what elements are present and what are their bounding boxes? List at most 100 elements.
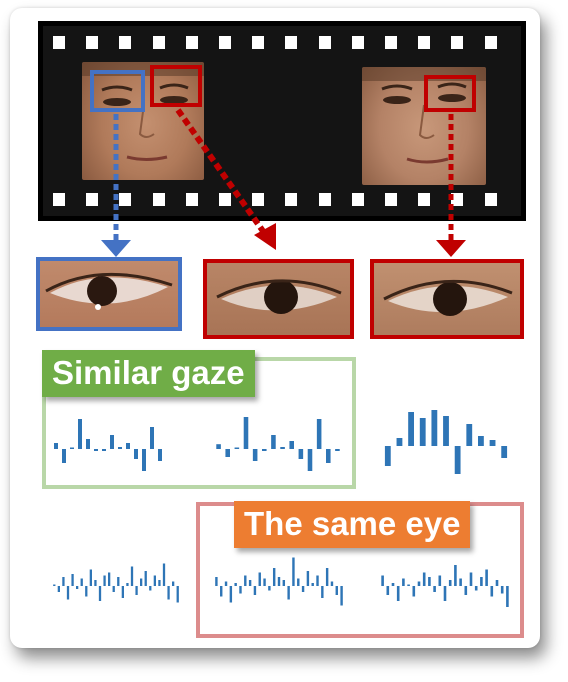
signature-bar xyxy=(277,577,281,586)
film-hole-bottom xyxy=(451,193,464,206)
signature-bar xyxy=(489,440,496,446)
signature-bar xyxy=(340,586,343,606)
signature-bar xyxy=(391,583,395,586)
signature-bar xyxy=(289,441,294,449)
signature-bar xyxy=(335,586,338,595)
film-hole-top xyxy=(185,36,198,49)
signature-bar xyxy=(422,572,426,586)
signature-bar xyxy=(408,412,414,446)
signature-bar xyxy=(433,586,436,592)
signature-bar xyxy=(381,575,384,586)
signature-bar xyxy=(474,586,478,591)
signature-bar xyxy=(54,443,58,449)
signature-bar xyxy=(102,449,106,451)
signature-bar xyxy=(78,419,82,449)
film-hole-top xyxy=(484,36,497,49)
signature-bar xyxy=(335,449,340,451)
signature-bar xyxy=(126,443,130,449)
film-hole-bottom xyxy=(418,193,431,206)
film-hole-bottom xyxy=(285,193,298,206)
signature-bar xyxy=(272,568,276,586)
signature-bar xyxy=(112,586,115,592)
signature-bar xyxy=(459,578,462,586)
film-hole-top xyxy=(119,36,132,49)
signature-bar xyxy=(287,586,290,600)
signature-bar xyxy=(121,586,124,598)
film-hole-bottom xyxy=(119,193,132,206)
signature-gaze-a xyxy=(54,419,162,471)
film-hole-top xyxy=(351,36,364,49)
film-hole-top xyxy=(285,36,298,49)
signature-bar xyxy=(316,575,319,586)
arrow-blue xyxy=(101,114,131,257)
signature-bar xyxy=(417,581,421,586)
signature-bar xyxy=(117,577,120,586)
signature-bar xyxy=(110,435,114,449)
signature-bar xyxy=(402,578,405,586)
signature-bar xyxy=(301,586,305,592)
signature-bar xyxy=(134,449,138,459)
signature-bar xyxy=(252,449,258,461)
signature-bar xyxy=(215,577,218,586)
signature-bar xyxy=(307,449,313,471)
signature-bar xyxy=(297,578,300,586)
eye-crop-blue xyxy=(36,257,182,331)
eye-crop-red-left xyxy=(203,259,354,339)
film-hole-top xyxy=(252,36,265,49)
signature-bar xyxy=(464,586,468,595)
arrow-red-diagonal xyxy=(175,108,276,250)
signature-bar xyxy=(89,569,92,586)
film-hole-top xyxy=(219,36,231,49)
film-hole-bottom xyxy=(351,193,364,206)
signature-bar xyxy=(144,571,147,586)
signature-bar xyxy=(268,586,271,591)
signature-bar xyxy=(135,586,138,595)
signature-bar xyxy=(239,586,242,594)
signature-bar xyxy=(172,581,175,586)
signature-bar xyxy=(234,447,240,449)
signature-bar xyxy=(419,418,426,446)
signature-bar xyxy=(66,586,70,600)
signature-bar xyxy=(118,447,122,449)
signature-bar xyxy=(469,572,473,586)
signature-bar xyxy=(485,569,488,586)
signature-bar xyxy=(454,565,457,586)
signature-bar xyxy=(80,578,83,586)
signature-bar xyxy=(98,586,102,601)
film-hole-bottom xyxy=(385,193,397,206)
signature-bar xyxy=(428,577,431,586)
signature-bar xyxy=(412,586,416,597)
signature-bar xyxy=(94,449,98,451)
eye-box-left-red xyxy=(150,65,202,107)
signature-bar xyxy=(253,586,257,595)
eye-box-left-blue xyxy=(90,70,145,112)
signature-bar xyxy=(244,575,247,586)
signature-bar xyxy=(501,446,508,458)
signature-bar xyxy=(384,446,391,466)
same-eye-label: The same eye xyxy=(234,501,471,548)
eye-box-right-red xyxy=(424,75,476,112)
signature-bar xyxy=(506,586,509,607)
signature-bar xyxy=(311,583,314,586)
signature-bar xyxy=(142,449,146,471)
signature-bar xyxy=(94,580,97,586)
signature-bar xyxy=(396,586,400,601)
similar-gaze-label: Similar gaze xyxy=(42,350,255,397)
film-hole-top xyxy=(318,36,331,49)
signature-bar xyxy=(53,584,56,586)
film-hole-bottom xyxy=(185,193,198,206)
signature-bar xyxy=(495,580,499,586)
film-hole-top xyxy=(152,36,165,49)
signature-bar xyxy=(62,449,66,463)
signature-bar xyxy=(216,444,221,449)
eye-crop-red-right-image xyxy=(383,279,513,316)
film-hole-bottom xyxy=(318,193,331,206)
signature-bar xyxy=(86,439,90,449)
signature-bar xyxy=(126,583,129,586)
signature-bar xyxy=(167,586,170,600)
signature-bar xyxy=(229,586,233,603)
signature-bar xyxy=(438,575,442,586)
signature-bar xyxy=(85,586,88,597)
signature-bar xyxy=(407,584,410,586)
